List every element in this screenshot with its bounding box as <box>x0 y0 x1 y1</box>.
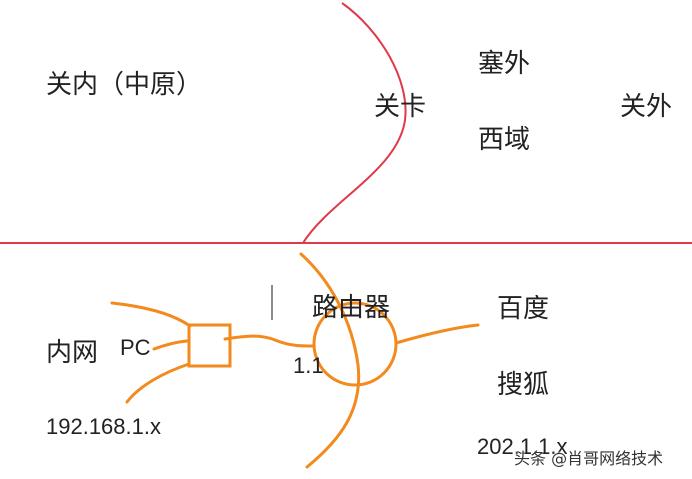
label-router: 路由器 <box>312 293 391 323</box>
pen-stroke-to-router <box>223 334 315 348</box>
label-neiwang: 内网 <box>46 338 99 368</box>
pc-switch-box <box>187 323 232 368</box>
label-guanwai: 关外 <box>620 92 673 122</box>
label-wan-ip: 202.1.1.x <box>477 434 568 459</box>
pen-stroke-middle <box>152 339 189 351</box>
pen-stroke-upper <box>110 301 192 328</box>
label-guanka: 关卡 <box>374 92 427 122</box>
pen-stroke-lower <box>125 362 191 404</box>
watermark: 头条 @肖哥网络技术 <box>514 449 664 468</box>
label-lan-ip: 192.168.1.x <box>46 414 161 439</box>
label-sohu: 搜狐 <box>497 370 550 400</box>
label-saiwai: 塞外 <box>478 49 531 79</box>
label-pc: PC <box>120 335 151 360</box>
label-gateway: 1.1 <box>293 353 324 378</box>
label-xiyu: 西域 <box>478 125 531 155</box>
border-curve <box>302 2 407 244</box>
label-baidu: 百度 <box>497 294 550 324</box>
label-guannei: 关内（中原） <box>46 70 203 100</box>
pen-stroke-to-internet <box>394 323 480 345</box>
pen-stroke-vertical <box>299 252 361 469</box>
